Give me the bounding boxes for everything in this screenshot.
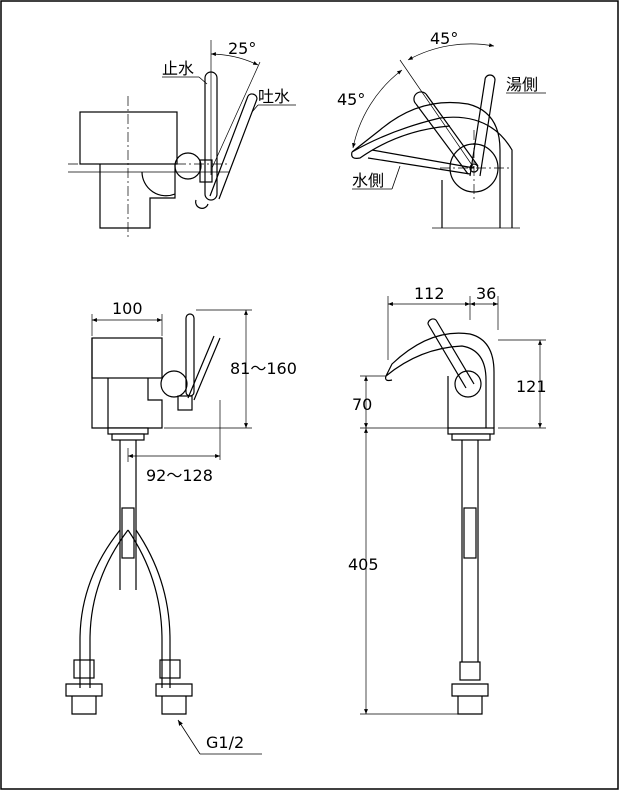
angle-top-label: 45° <box>430 29 458 48</box>
width-body-label: 100 <box>112 299 143 318</box>
angle-lever-label: 25° <box>228 39 256 58</box>
side-view-hoses: 100 81～160 92～128 G1/2 <box>65 299 297 755</box>
hot-side-label: 湯側 <box>506 75 538 94</box>
hose-length-label: 405 <box>348 555 379 574</box>
counter-height-label: 70 <box>352 395 372 414</box>
spout-height-label: 121 <box>516 377 547 396</box>
spout-length-label: 112 <box>414 284 445 303</box>
spout-offset-label: 36 <box>476 284 496 303</box>
cold-side-label: 水側 <box>352 171 384 190</box>
discharge-label: 吐水 <box>258 87 290 106</box>
angle-left-label: 45° <box>337 90 365 109</box>
front-view-rotation: 45° 45° 湯側 水側 <box>337 29 546 229</box>
thread-label: G1/2 <box>206 733 244 752</box>
side-view-lever: 25° 止水 吐水 <box>68 39 296 240</box>
reach-range-label: 92～128 <box>146 466 213 485</box>
stop-water-label: 止水 <box>162 59 194 78</box>
height-range-label: 81～160 <box>230 359 297 378</box>
front-view-dimensions: 112 36 121 70 405 <box>348 284 547 715</box>
